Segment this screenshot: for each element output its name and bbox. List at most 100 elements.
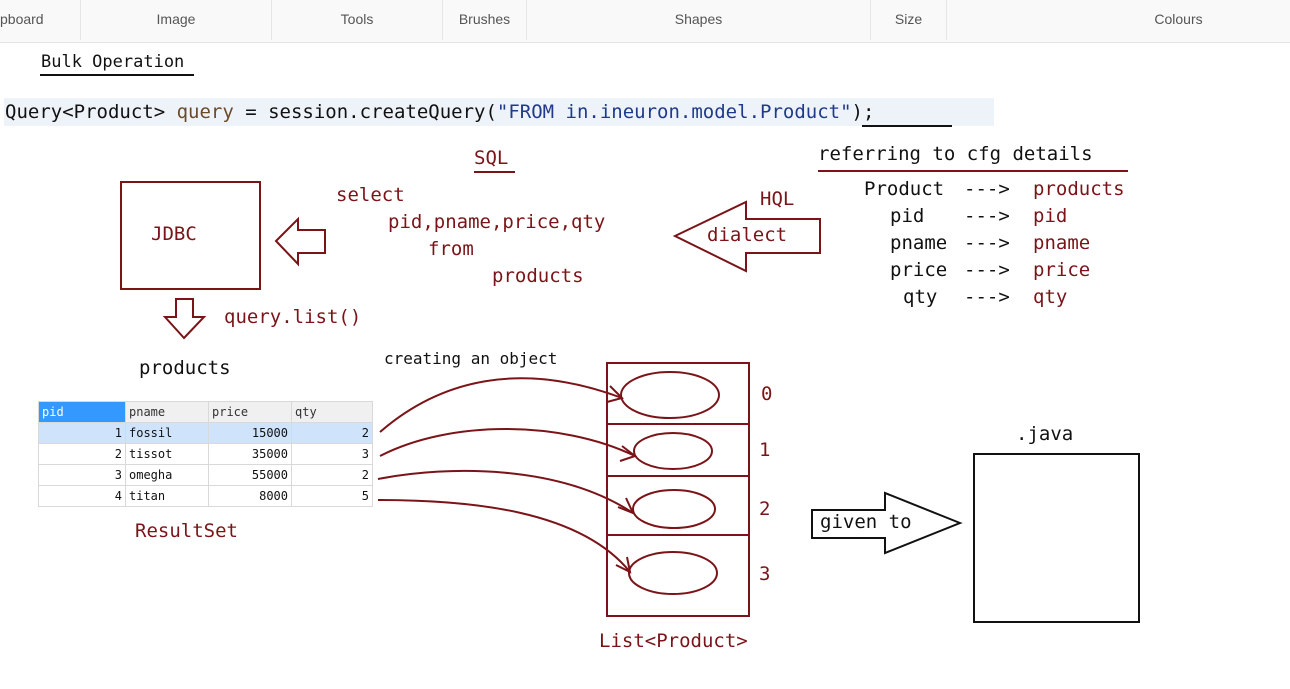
curve-arrowhead [617,497,635,515]
ribbon-separator [442,0,443,40]
curve-arrowhead [619,445,638,462]
code-line: Query<Product> query = session.createQue… [5,97,874,127]
cfg-left-pname: pname [890,232,948,254]
table-header-row: pid pname price qty [38,401,373,423]
column-header: price [208,401,292,423]
cfg-arrow: ---> [964,286,1010,308]
given-to-arrow [811,491,963,555]
table-row: 3 omegha 55000 2 [38,464,373,486]
code-suffix: ); [851,101,875,123]
ribbon-separator [526,0,527,40]
table-cell: omegha [125,464,209,486]
sql-line-select: select [336,184,405,206]
cfg-right-qty: qty [1033,286,1068,308]
ribbon-clipboard[interactable]: pboard [0,11,44,27]
column-header: pname [125,401,209,423]
ribbon-separator [870,0,871,40]
products-label: products [139,357,231,379]
jdbc-box [120,181,261,290]
sql-line-from: from [428,238,474,260]
table-cell: 8000 [208,485,292,507]
table-cell: 35000 [208,443,292,465]
ribbon-image[interactable]: Image [156,11,196,27]
table-cell: 55000 [208,464,292,486]
code-prefix: Query<Product> [5,101,177,123]
sql-line-table: products [492,265,584,287]
jdbc-label: JDBC [151,223,197,245]
ribbon-separator [80,0,81,40]
list-index-2: 2 [759,498,771,520]
ribbon-toolbar: pboard Image Tools Brushes Shapes Size C… [0,0,1290,43]
sql-title: SQL [474,147,509,169]
page-title: Bulk Operation [41,52,185,72]
resultset-label: ResultSet [135,520,238,542]
curve-arrow-row-2 [379,428,636,457]
cfg-right-pid: pid [1033,205,1068,227]
ribbon-shapes[interactable]: Shapes [674,11,723,27]
ribbon-separator [271,0,272,40]
list-box [606,362,750,617]
table-row: 1 fossil 15000 2 [38,422,373,444]
ribbon-colours[interactable]: Colours [1154,11,1203,27]
table-cell: 2 [291,422,373,444]
creating-object-label: creating an object [384,349,558,368]
cfg-left-price: price [890,259,948,281]
curve-arrow-row-4 [377,499,631,573]
ribbon-separator [946,0,947,40]
hql-label: HQL [760,188,795,210]
java-box [973,453,1140,623]
list-index-1: 1 [759,439,771,461]
java-label: .java [1016,423,1074,445]
cfg-left-product: Product [864,178,945,200]
object-ellipse-1 [633,432,713,470]
cfg-arrow: ---> [964,232,1010,254]
cfg-arrow: ---> [964,205,1010,227]
object-ellipse-3 [628,551,718,595]
given-to-label: given to [820,511,912,533]
list-index-0: 0 [761,383,773,405]
curve-arrow-row-3 [377,469,634,514]
column-header: qty [291,401,373,423]
cfg-left-qty: qty [903,286,938,308]
cfg-left-pid: pid [890,205,925,227]
table-cell: titan [125,485,209,507]
table-cell: 3 [38,464,126,486]
query-list-label: query.list() [224,306,362,328]
table-cell: 4 [38,485,126,507]
object-ellipse-0 [620,371,720,419]
table-cell: 2 [38,443,126,465]
arrow-to-jdbc [274,216,326,267]
dialect-label: dialect [707,224,788,246]
cfg-right-price: price [1033,259,1091,281]
cfg-title: referring to cfg details [818,143,1093,165]
table-cell: 15000 [208,422,292,444]
list-label: List<Product> [599,630,748,652]
dialect-arrow [672,200,821,273]
resultset-table: pid pname price qty 1 fossil 15000 2 2 t… [38,401,373,507]
curve-arrowhead [615,556,632,574]
column-header: pid [38,401,126,423]
table-cell: 3 [291,443,373,465]
sql-line-columns: pid,pname,price,qty [388,211,606,233]
code-middle: = session.createQuery( [233,101,497,123]
ribbon-brushes[interactable]: Brushes [458,11,511,27]
table-row: 2 tissot 35000 3 [38,443,373,465]
code-string: "FROM in.ineuron.model.Product" [496,101,852,123]
code-highlight [4,98,994,126]
cfg-right-pname: pname [1033,232,1091,254]
cfg-right-products: products [1033,178,1125,200]
down-arrow [162,298,207,340]
list-index-3: 3 [759,563,771,585]
cfg-arrow: ---> [964,259,1010,281]
table-cell: fossil [125,422,209,444]
code-variable: query [176,101,234,123]
ribbon-size[interactable]: Size [894,11,923,27]
ribbon-tools[interactable]: Tools [340,11,374,27]
curve-arrow-row-1 [379,377,623,433]
curve-arrowhead [606,385,624,403]
table-cell: tissot [125,443,209,465]
table-cell: 1 [38,422,126,444]
cfg-arrow: ---> [964,178,1010,200]
table-row: 4 titan 8000 5 [38,485,373,507]
